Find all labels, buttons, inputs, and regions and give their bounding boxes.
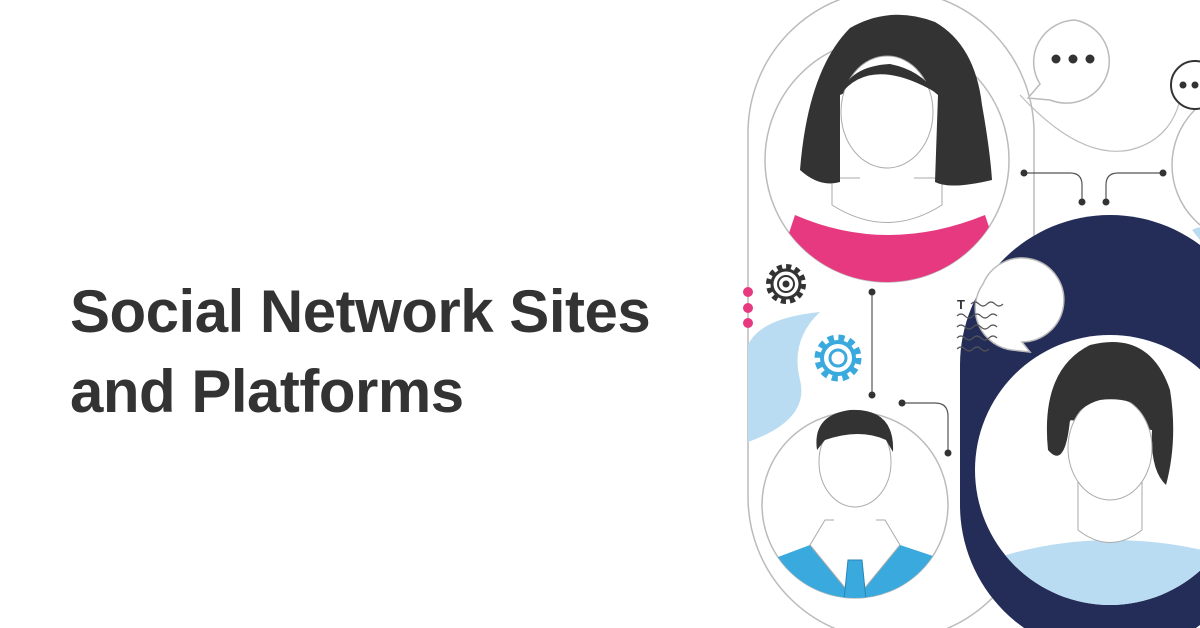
- chat-bubble-ellipsis-icon: [1026, 19, 1111, 104]
- outline-avatar-partial: [1171, 104, 1200, 226]
- hair: [800, 14, 992, 186]
- pink-dot: [743, 287, 753, 297]
- pink-dot: [743, 318, 753, 328]
- gear-icon: [766, 264, 806, 304]
- connector-lines: [871, 94, 1181, 453]
- pink-dot: [743, 303, 753, 313]
- gear-icon: [814, 334, 862, 382]
- title-line-2: and Platforms: [70, 358, 464, 425]
- title-line-1: Social Network Sites: [70, 278, 651, 345]
- chat-bubble-text-glyph: T: [957, 297, 965, 312]
- light-blue-sliver: [1192, 227, 1200, 240]
- avatar-woman-pink: [764, 14, 1010, 283]
- chat-bubble-text-icon: T: [956, 257, 1065, 353]
- avatar-man-tie: [761, 409, 949, 599]
- light-blue-leaf: [748, 312, 820, 442]
- page-title: Social Network Sites and Platforms: [70, 272, 651, 432]
- chat-bubble-ellipsis-icon: [1170, 60, 1200, 110]
- connector-nodes: [868, 169, 1167, 457]
